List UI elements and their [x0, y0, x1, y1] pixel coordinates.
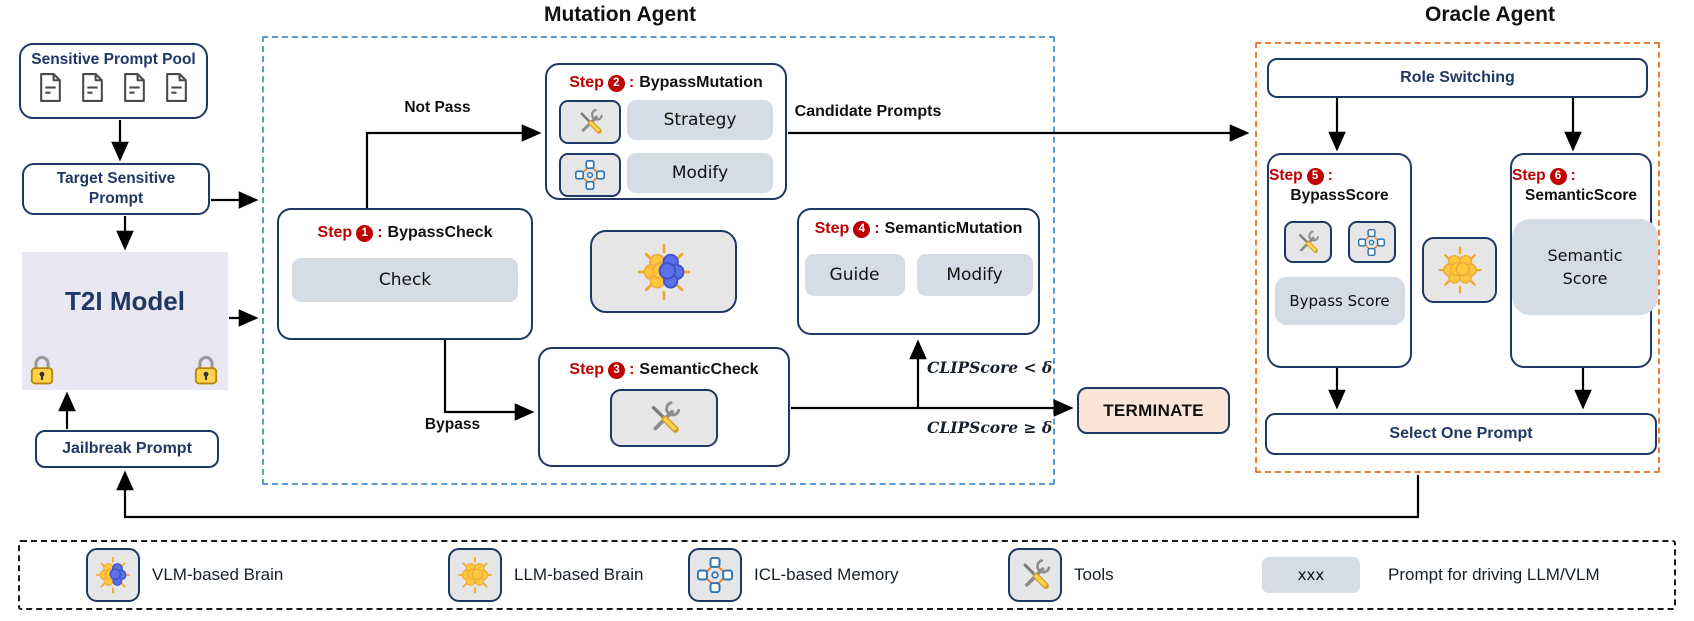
- strategy-pill: Strategy: [627, 100, 773, 140]
- mutation-agent-title: Mutation Agent: [543, 3, 697, 26]
- sensitive-prompt-pool-box: Sensitive Prompt Pool: [19, 43, 208, 119]
- bypass-score-pill: Bypass Score: [1274, 277, 1405, 325]
- tools-icon: [559, 100, 621, 144]
- legend-item-icl-memory: ICL-based Memory: [688, 548, 899, 602]
- step5-number-badge: 5: [1306, 167, 1324, 185]
- legend-box: [18, 540, 1676, 610]
- modify-pill: Modify: [916, 254, 1033, 296]
- oracle-agent-region: [1255, 42, 1660, 473]
- lock-icon: [29, 354, 55, 386]
- target-label: Target Sensitive Prompt: [56, 169, 176, 207]
- step4-prefix: Step: [814, 220, 850, 237]
- llm-brain-box: [1422, 237, 1497, 303]
- modify-pill: Modify: [627, 153, 773, 193]
- legend-item-vlm-brain: VLM-based Brain: [86, 548, 283, 602]
- prompt-documents: [21, 73, 206, 102]
- step4-number-badge: 4: [853, 220, 871, 238]
- vlm-brain-box: [590, 230, 737, 313]
- lock-icon: [193, 354, 219, 386]
- semantic-score-pill: Semantic Score: [1512, 219, 1658, 315]
- step3-name: SemanticCheck: [639, 361, 759, 378]
- llm-brain-icon: [448, 548, 502, 602]
- not-pass-label: Not Pass: [404, 99, 471, 116]
- jailbreak-label: Jailbreak Prompt: [62, 440, 192, 457]
- step4-name: SemanticMutation: [884, 220, 1023, 237]
- prompt-pill: xxx: [1262, 557, 1360, 593]
- step5-name: BypassScore: [1290, 187, 1389, 204]
- legend-item-prompt: xxx Prompt for driving LLM/VLM: [1262, 550, 1600, 600]
- select-one-prompt-box: Select One Prompt: [1265, 413, 1657, 455]
- pool-label: Sensitive Prompt Pool: [31, 51, 196, 68]
- icl-memory-icon: [1347, 221, 1396, 263]
- llm-brain-icon: [1436, 246, 1484, 294]
- step3-prefix: Step: [569, 361, 605, 378]
- document-icon: [122, 73, 147, 102]
- terminate-box: TERMINATE: [1077, 387, 1230, 434]
- legend-item-llm-brain: LLM-based Brain: [448, 548, 643, 602]
- oracle-agent-title: Oracle Agent: [1425, 3, 1555, 26]
- step2-number-badge: 2: [607, 74, 625, 92]
- bypass-label: Bypass: [424, 416, 481, 433]
- step2-prefix: Step: [569, 74, 604, 91]
- step2-name: BypassMutation: [639, 74, 763, 91]
- terminate-label: TERMINATE: [1103, 400, 1204, 420]
- colon: :: [377, 224, 383, 241]
- step1-number-badge: 1: [356, 224, 374, 242]
- role-switching-box: Role Switching: [1267, 58, 1648, 98]
- step1-name: BypassCheck: [387, 224, 493, 241]
- target-sensitive-prompt-box: Target Sensitive Prompt: [22, 163, 210, 215]
- document-icon: [38, 73, 63, 102]
- icl-memory-icon: [688, 548, 742, 602]
- step3-number-badge: 3: [608, 361, 626, 379]
- tools-icon: [610, 389, 718, 447]
- step6-prefix: Step: [1512, 167, 1546, 184]
- role-switching-label: Role Switching: [1400, 69, 1515, 86]
- clipscore-ge-label: CLIPScore ≥ δ: [927, 418, 1053, 437]
- clipscore-lt-label: CLIPScore < δ: [927, 358, 1053, 377]
- step1-prefix: Step: [317, 224, 353, 241]
- t2i-label: T2I Model: [65, 286, 185, 316]
- document-icon: [80, 73, 105, 102]
- jailbreak-prompt-box: Jailbreak Prompt: [35, 430, 219, 468]
- icl-memory-icon: [559, 153, 621, 197]
- step6-name: SemanticScore: [1525, 187, 1637, 204]
- candidate-prompts-label: Candidate Prompts: [794, 103, 942, 120]
- t2i-model-box: T2I Model: [22, 252, 228, 390]
- select-one-prompt-label: Select One Prompt: [1389, 425, 1533, 442]
- step6-number-badge: 6: [1549, 167, 1567, 185]
- step5-prefix: Step: [1269, 167, 1303, 184]
- tools-icon: [1283, 221, 1332, 263]
- vlm-brain-icon: [86, 548, 140, 602]
- check-pill: Check: [292, 258, 518, 302]
- tools-icon: [1008, 548, 1062, 602]
- legend-item-tools: Tools: [1008, 548, 1114, 602]
- document-icon: [164, 73, 189, 102]
- vlm-brain-icon: [635, 243, 693, 301]
- guide-pill: Guide: [804, 254, 905, 296]
